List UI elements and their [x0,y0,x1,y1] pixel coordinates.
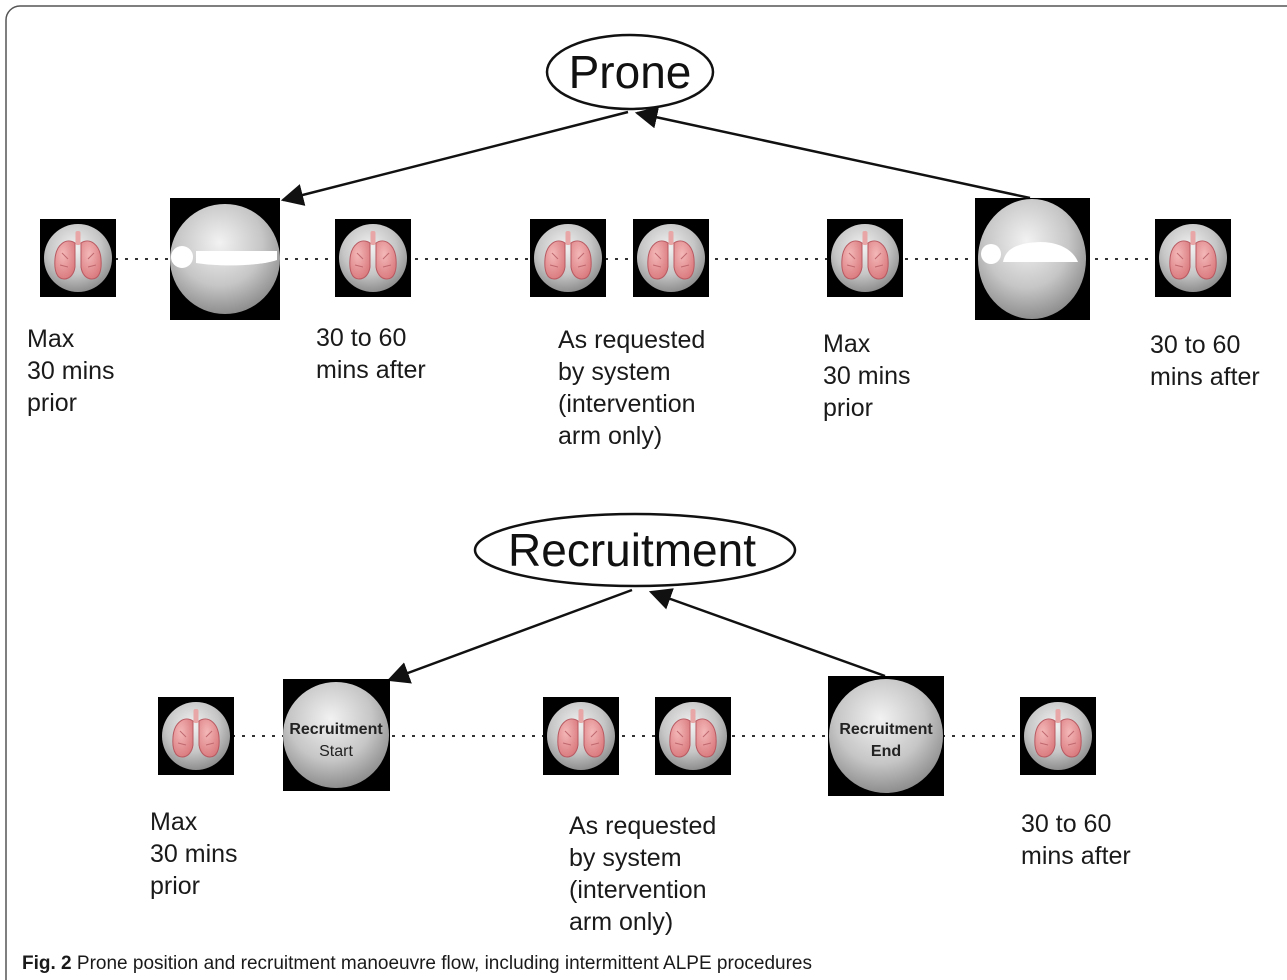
patient-prone-icon [170,198,280,320]
lungs-icon [158,697,234,775]
recruitment-end-line2: End [871,743,901,760]
lungs-icon [335,219,411,297]
lungs-icon [40,219,116,297]
recruitment-ellipse [473,512,797,588]
recruitment-label-after: 30 to 60 mins after [1021,810,1131,870]
recruitment-start-icon: Recruitment Start [283,679,390,791]
prone-title: Prone [569,46,692,98]
arrow-end-to-recruitment [648,588,886,678]
arrow-recruitment-to-start [386,588,633,684]
recruitment-start-line2: Start [319,743,353,760]
caption-text: Prone position and recruitment manoeuvre… [71,953,812,974]
patient-supine-icon [975,198,1090,320]
recruitment-start-line1: Recruitment [289,721,383,738]
figure-caption: Fig. 2 Prone position and recruitment ma… [22,953,812,975]
lungs-icon [1155,219,1231,297]
caption-label: Fig. 2 [22,953,72,974]
prone-label-after-1: 30 to 60 mins after [316,324,426,384]
recruitment-end-line1: Recruitment [839,721,933,738]
recruitment-label-requested: As requested by system (intervention arm… [569,812,717,936]
arrow-prone-to-position [280,110,629,206]
recruitment-label-before: Max 30 mins prior [150,808,238,900]
prone-label-after-2: 30 to 60 mins after [1150,331,1260,391]
figure-frame [5,5,1287,980]
lungs-icon [633,219,709,297]
lungs-icon [543,697,619,775]
recruitment-title: Recruitment [508,524,756,576]
recruitment-end-icon: Recruitment End [828,676,944,796]
prone-label-requested: As requested by system (intervention arm… [558,326,706,450]
lungs-icon [530,219,606,297]
arrow-supine-to-prone [634,106,1031,200]
prone-label-before-1: Max 30 mins prior [27,325,115,417]
lungs-icon [655,697,731,775]
prone-ellipse [545,33,715,111]
lungs-icon [827,219,903,297]
prone-label-before-2: Max 30 mins prior [823,330,911,422]
lungs-icon [1020,697,1096,775]
